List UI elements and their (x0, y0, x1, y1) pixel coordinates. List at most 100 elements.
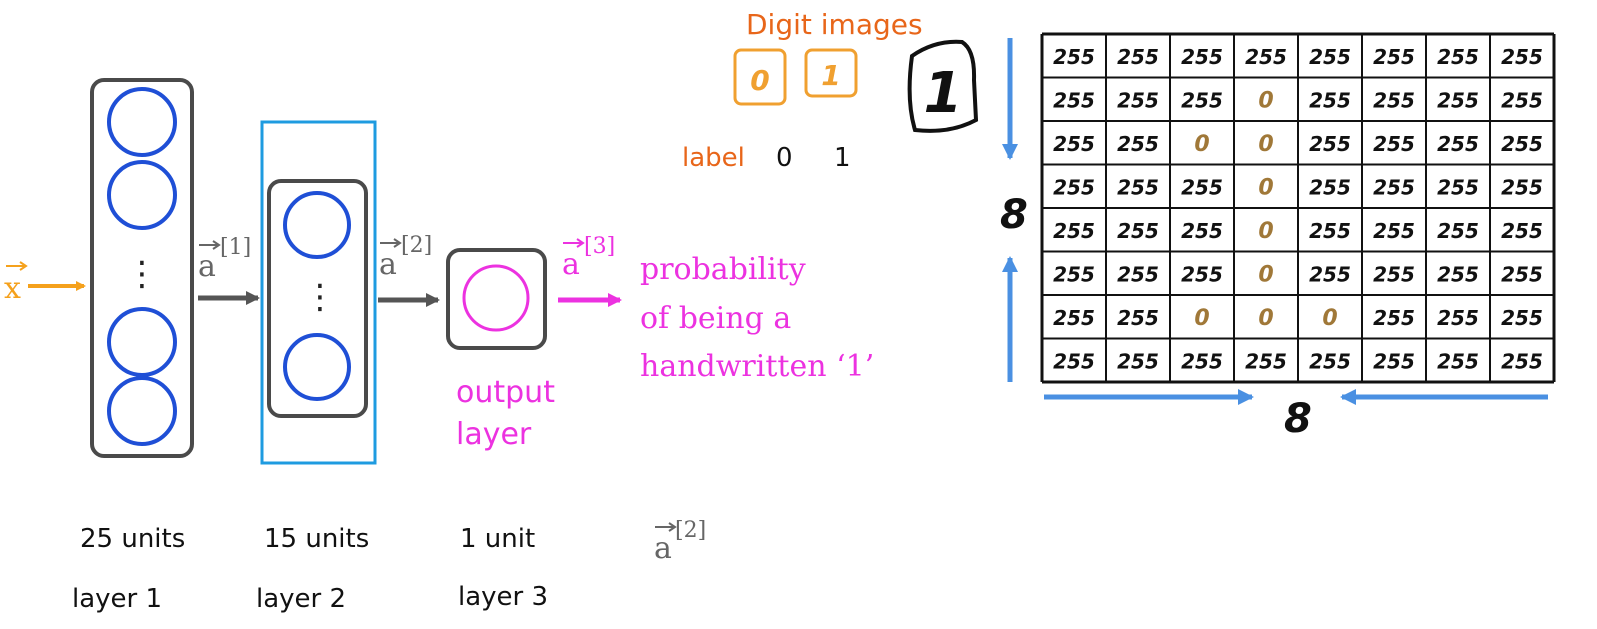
pixel-cell: 255 (1309, 219, 1351, 243)
pixel-cell: 255 (1309, 262, 1351, 286)
pixel-cell: 255 (1245, 45, 1287, 69)
big-digit-one: 1 (907, 39, 979, 133)
a2-vector-tip-icon (393, 238, 402, 248)
pixel-grid: 255 255 255 255 255 255 255 255 255 255 255 0 255 255… (1040, 32, 1556, 384)
layer-1-ellipsis: ⋮ (125, 254, 159, 294)
pixel-cell: 0 (1194, 306, 1209, 331)
pixel-cell: 0 (1322, 306, 1337, 331)
output-layer-label-line-1: output (456, 375, 555, 410)
pixel-cell: 255 (1501, 262, 1543, 286)
activation-a3: a [3] (558, 234, 622, 307)
pixel-cell: 255 (1181, 349, 1223, 373)
layer-2-box: ⋮ (260, 120, 377, 465)
pixel-cell: 255 (1373, 132, 1415, 156)
svg-text:0: 0 (750, 64, 769, 97)
pixel-cell: 255 (1437, 262, 1479, 286)
pixel-cell: 255 (1053, 88, 1095, 112)
pixel-cell: 255 (1181, 262, 1223, 286)
a3-sup: [3] (584, 234, 615, 259)
layer-2-neuron (283, 333, 351, 401)
svg-text:1: 1 (821, 59, 840, 92)
layer-1-name: layer 1 (72, 584, 162, 614)
layer-1-neuron (107, 376, 177, 446)
label-caption: label (682, 143, 745, 173)
a1-base: a (198, 249, 216, 284)
pixel-cell: 0 (1258, 88, 1273, 113)
a3-vector-tip-icon (576, 238, 585, 248)
label-value-1: 1 (834, 143, 851, 173)
digit-images-title: Digit images (746, 8, 923, 41)
layer-1-box: ⋮ (90, 78, 194, 458)
output-description-line-3: handwritten ‘1’ (640, 349, 874, 384)
pixel-cell: 255 (1501, 219, 1543, 243)
label-value-0: 0 (776, 143, 793, 173)
pixel-cell: 255 (1501, 45, 1543, 69)
pixel-cell: 255 (1501, 88, 1543, 112)
pixel-cell: 255 (1053, 219, 1095, 243)
grid-width-label: 8 (1284, 396, 1312, 442)
pixel-cell: 255 (1117, 132, 1159, 156)
pixel-cell: 255 (1373, 45, 1415, 69)
pixel-cell: 255 (1437, 45, 1479, 69)
pixel-cell: 255 (1245, 349, 1287, 373)
activation-a2: a [2] (378, 233, 440, 307)
a1-vector-tip-icon (212, 240, 221, 250)
pixel-cell: 255 (1373, 349, 1415, 373)
pixel-cell: 255 (1373, 175, 1415, 199)
a3-base: a (562, 247, 580, 282)
pixel-cell: 255 (1309, 132, 1351, 156)
a1-sup: [1] (220, 235, 251, 260)
input-x-label: x (4, 271, 21, 306)
layer-2-neuron (283, 191, 351, 259)
pixel-cell: 255 (1117, 45, 1159, 69)
svg-text:1: 1 (924, 61, 963, 126)
pixel-cell: 255 (1181, 45, 1223, 69)
pixel-cell: 255 (1117, 175, 1159, 199)
output-layer-label-line-2: layer (456, 417, 532, 452)
pixel-cell: 255 (1437, 88, 1479, 112)
layer-1-neuron (107, 160, 177, 230)
grid-height-label: 8 (1000, 192, 1028, 238)
pixel-cell: 255 (1181, 175, 1223, 199)
pixel-cell: 0 (1258, 132, 1273, 157)
pixel-cell: 255 (1309, 349, 1351, 373)
pixel-cell: 255 (1053, 262, 1095, 286)
pixel-cell: 255 (1053, 132, 1095, 156)
a2-base: a (379, 247, 397, 282)
pixel-cell: 0 (1258, 262, 1273, 287)
layer-2-units: 15 units (264, 524, 369, 554)
a2-note-base: a (654, 531, 672, 566)
pixel-cell: 0 (1194, 132, 1209, 157)
pixel-cell: 255 (1437, 306, 1479, 330)
pixel-cell: 255 (1181, 219, 1223, 243)
pixel-cell: 255 (1437, 175, 1479, 199)
pixel-cell: 255 (1373, 219, 1415, 243)
pixel-cell: 255 (1437, 132, 1479, 156)
a2-note-vector-tip-icon (668, 522, 677, 532)
layer-1-neuron (107, 87, 177, 157)
pixel-cell: 0 (1258, 219, 1273, 244)
output-neuron (462, 264, 530, 332)
pixel-cell: 255 (1053, 45, 1095, 69)
input-x: x (4, 261, 86, 306)
pixel-cell: 255 (1373, 88, 1415, 112)
pixel-cell: 255 (1309, 45, 1351, 69)
output-layer-box (446, 248, 547, 350)
pixel-cell: 255 (1501, 306, 1543, 330)
pixel-cell: 255 (1117, 219, 1159, 243)
layer-1-units: 25 units (80, 524, 185, 554)
pixel-cell: 255 (1437, 219, 1479, 243)
pixel-cell: 0 (1258, 306, 1273, 331)
pixel-cell: 255 (1053, 306, 1095, 330)
layer-2-ellipsis: ⋮ (303, 277, 337, 317)
pixel-cell: 255 (1501, 175, 1543, 199)
pixel-cell: 255 (1053, 349, 1095, 373)
pixel-cell: 255 (1117, 88, 1159, 112)
digit-sample-0: 0 (733, 48, 787, 106)
pixel-cell: 255 (1501, 349, 1543, 373)
activation-a2-note: a [2] (654, 518, 706, 566)
pixel-cell: 255 (1437, 349, 1479, 373)
output-description-line-1: probability (640, 252, 806, 287)
layer-2-highlight (260, 120, 377, 465)
